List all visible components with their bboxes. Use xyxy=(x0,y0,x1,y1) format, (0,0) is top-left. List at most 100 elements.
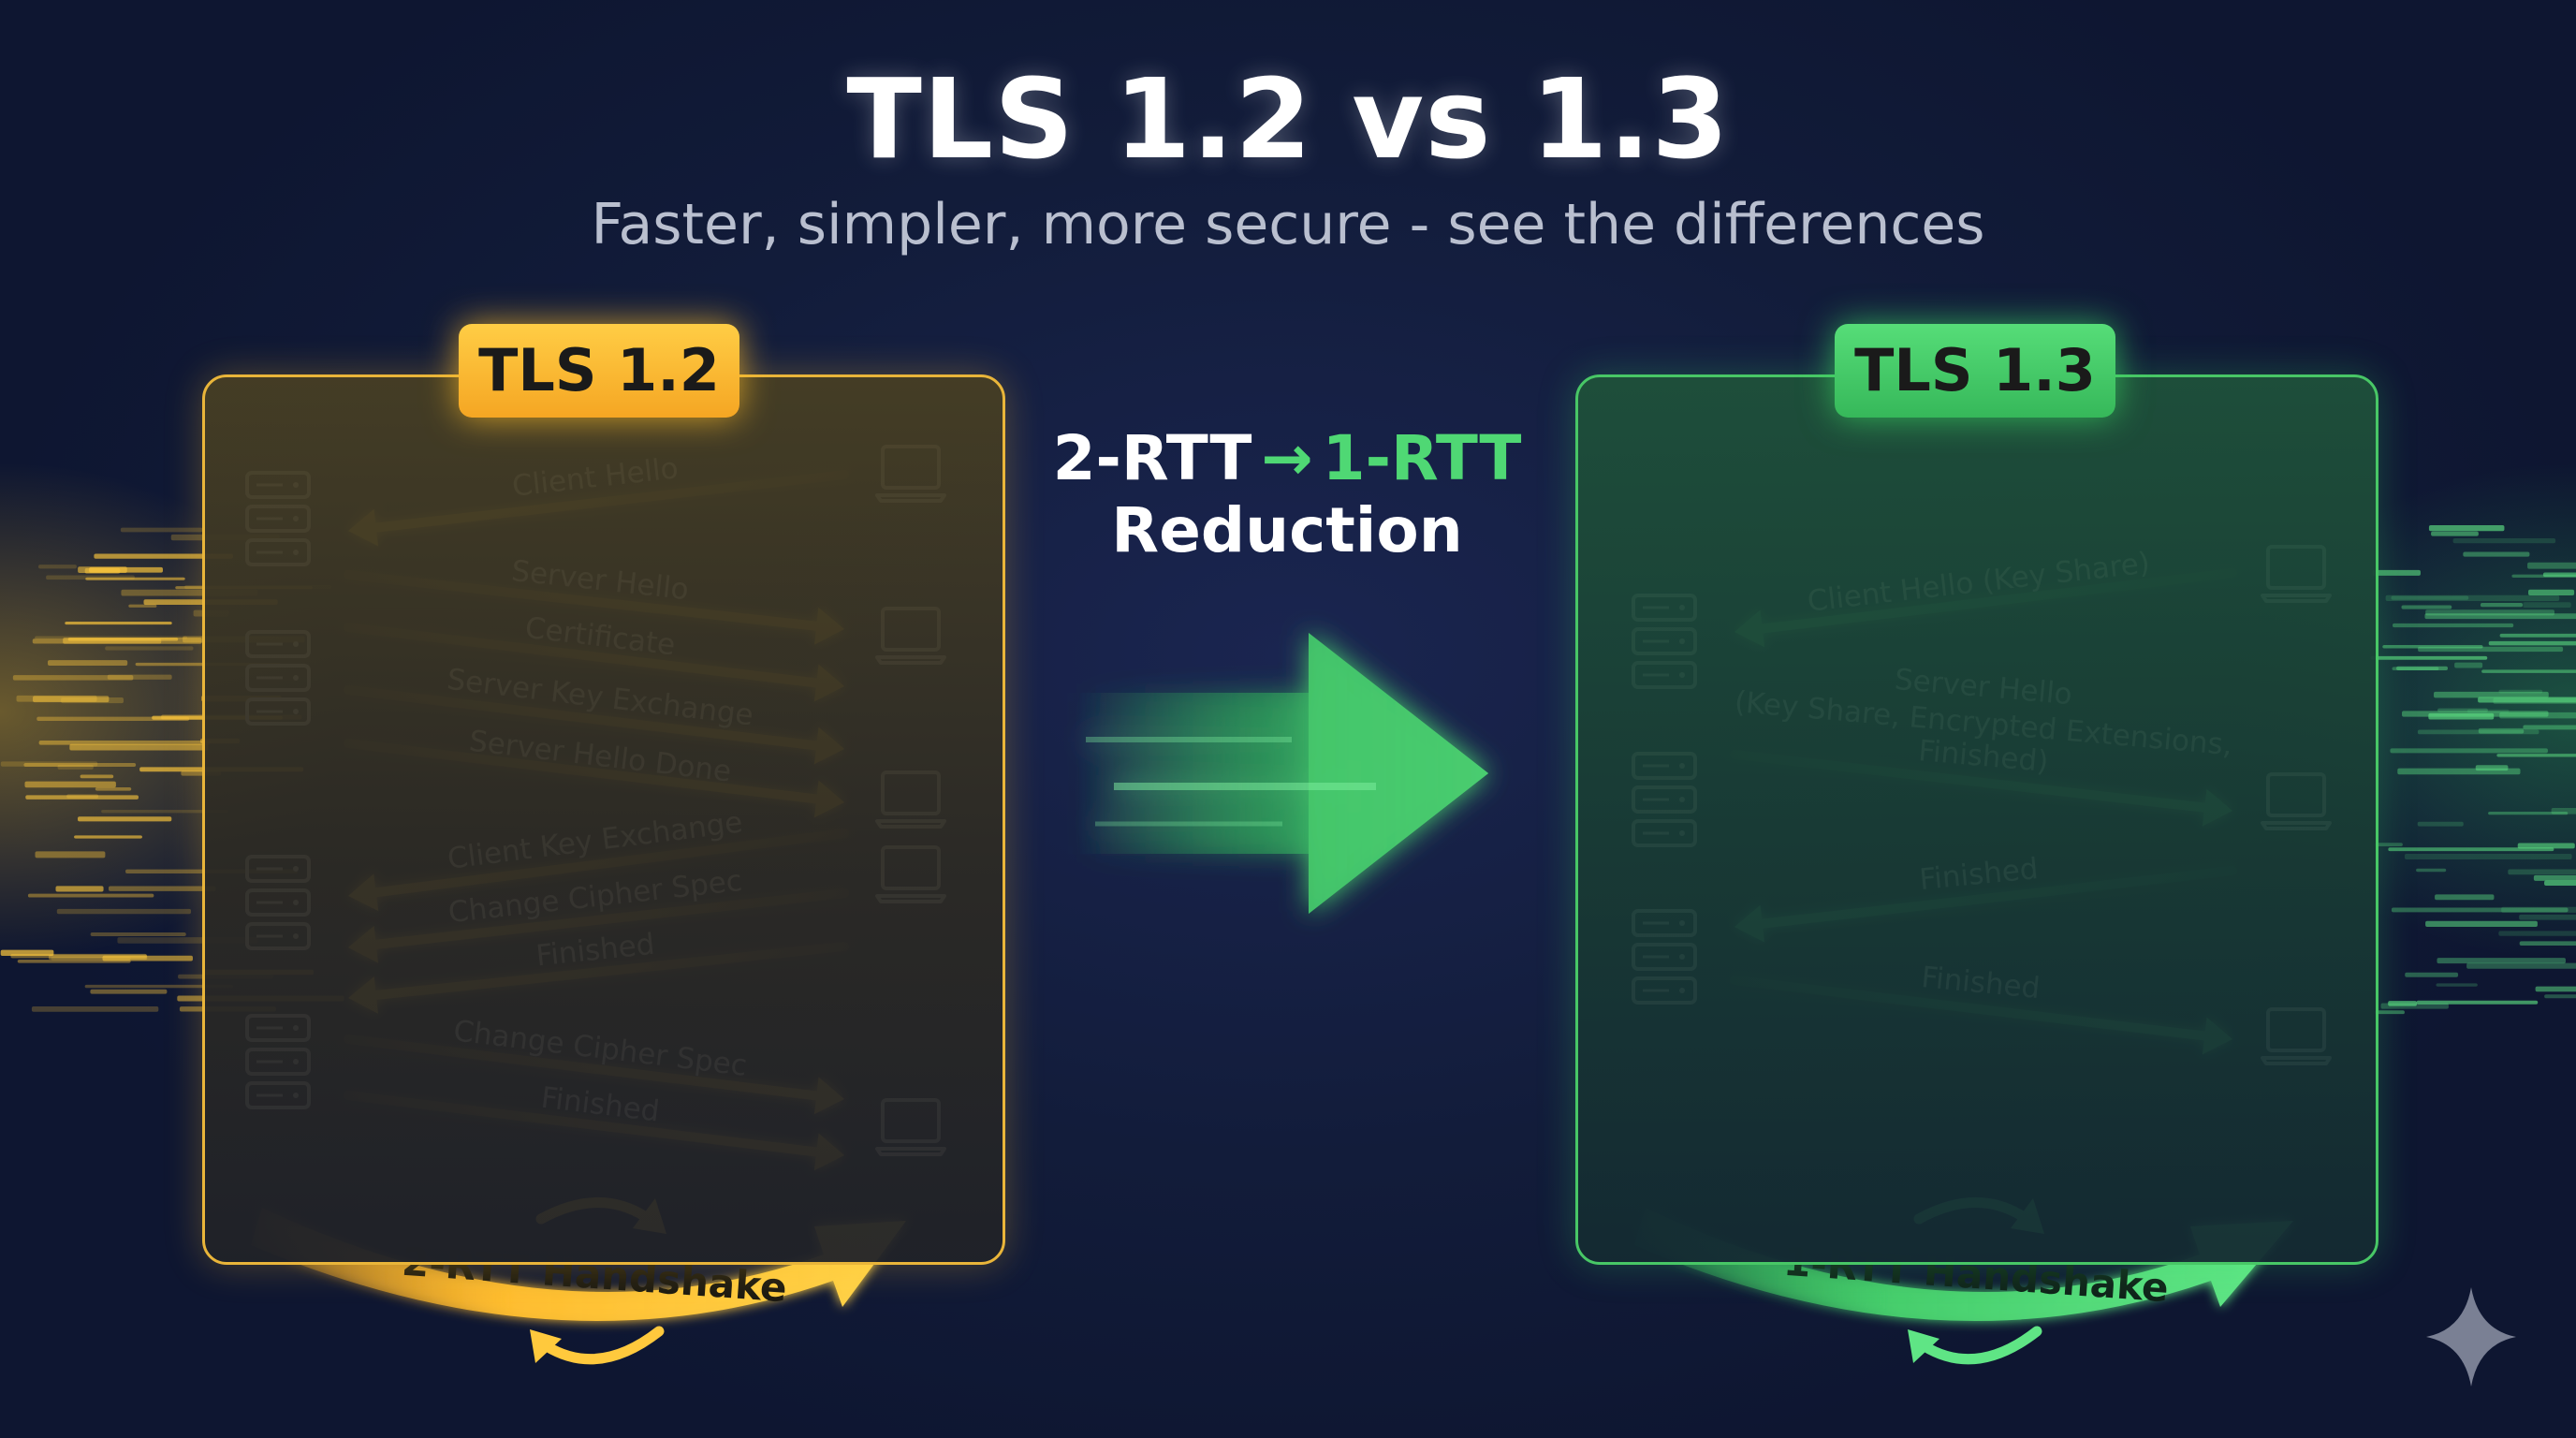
streak-right xyxy=(2385,594,2560,602)
streak-right xyxy=(2424,613,2576,620)
streak-left xyxy=(37,716,190,721)
streak-right xyxy=(2416,1000,2539,1005)
page-subtitle: Faster, simpler, more secure - see the d… xyxy=(591,192,1985,257)
streak-right xyxy=(2466,709,2510,713)
streak-left xyxy=(84,984,234,989)
streak-left xyxy=(16,695,97,702)
streak-right xyxy=(2501,906,2576,913)
streak-left xyxy=(61,697,124,704)
streak-right xyxy=(2392,667,2439,671)
streak-right xyxy=(2478,727,2525,734)
streak-left xyxy=(47,660,128,667)
streak-right xyxy=(2523,725,2576,730)
streak-right xyxy=(2466,962,2576,969)
streak-left xyxy=(25,795,139,800)
streak-left xyxy=(108,886,216,891)
streak-right xyxy=(2496,754,2576,757)
streak-left xyxy=(35,636,187,639)
streak-left xyxy=(12,675,134,681)
streak-right xyxy=(2431,531,2479,536)
streak-left xyxy=(90,932,186,937)
streak-left xyxy=(65,622,172,625)
streak-left xyxy=(0,949,54,957)
transition-arrow-icon xyxy=(1076,633,1488,914)
streak-right xyxy=(2437,708,2488,712)
streak-right xyxy=(2418,646,2564,653)
right-arrow-icon: → xyxy=(1261,422,1313,494)
streak-right xyxy=(2437,958,2566,964)
streak-left xyxy=(35,851,106,858)
streak-right xyxy=(2481,669,2576,673)
streak-right xyxy=(2499,712,2576,719)
streak-right xyxy=(2519,941,2576,946)
streak-right xyxy=(2382,644,2483,649)
streak-left xyxy=(77,816,172,822)
streak-right xyxy=(2527,562,2576,569)
streak-right xyxy=(2370,655,2488,660)
streak-left xyxy=(105,646,194,651)
tls13-handshake-swoosh xyxy=(1634,1208,2293,1321)
streak-right xyxy=(2498,931,2576,936)
streak-right xyxy=(2391,907,2569,913)
streak-right xyxy=(2434,691,2549,698)
streak-right xyxy=(2380,1003,2449,1009)
streak-right xyxy=(2392,623,2514,628)
speed-streaks xyxy=(0,524,2576,1015)
streak-right xyxy=(2452,538,2556,544)
streak-right xyxy=(2401,605,2452,609)
tls12-badge: TLS 1.2 xyxy=(459,324,739,418)
streak-left xyxy=(37,565,77,569)
tls12-panel xyxy=(202,374,1005,1265)
streak-left xyxy=(0,761,98,767)
streak-right xyxy=(2373,843,2403,847)
streak-right xyxy=(2488,811,2569,815)
streak-right xyxy=(2454,662,2483,668)
streak-left xyxy=(101,809,228,814)
streak-right xyxy=(2396,666,2449,670)
streak-right xyxy=(2372,569,2421,576)
streak-right xyxy=(2480,602,2524,608)
streak-right xyxy=(2544,880,2576,887)
streak-right xyxy=(2425,920,2538,927)
streak-left xyxy=(38,740,211,745)
streak-right xyxy=(2425,609,2555,616)
streak-right xyxy=(2544,994,2576,999)
streak-left xyxy=(89,566,163,573)
rtt-reduction-line2: Reduction xyxy=(1111,494,1463,566)
tls13-panel xyxy=(1575,374,2378,1265)
tls12-handshake-swoosh xyxy=(251,1208,906,1321)
streak-left xyxy=(33,696,110,703)
streak-right xyxy=(2416,868,2447,873)
streak-left xyxy=(90,989,168,994)
streak-left xyxy=(57,764,94,770)
streak-right xyxy=(2397,768,2521,775)
streak-right xyxy=(2488,640,2576,646)
streak-right xyxy=(2435,894,2495,901)
streak-right xyxy=(2436,983,2478,987)
streak-left xyxy=(51,956,131,961)
streak-right xyxy=(2388,847,2554,852)
streak-left xyxy=(67,637,179,641)
streak-left xyxy=(24,781,116,788)
streak-right xyxy=(2523,602,2571,608)
streak-right xyxy=(2391,595,2469,600)
streak-right xyxy=(2535,986,2576,992)
streak-left xyxy=(80,774,114,779)
streak-left xyxy=(95,786,132,791)
streak-left xyxy=(85,577,185,580)
streak-left xyxy=(69,743,209,751)
streak-left xyxy=(27,893,154,898)
rtt-from: 2-RTT xyxy=(1052,422,1252,494)
streak-left xyxy=(31,1006,159,1012)
streak-left xyxy=(63,638,202,644)
streak-right xyxy=(2519,914,2576,920)
streak-right xyxy=(2463,551,2530,557)
streak-right xyxy=(2517,843,2575,849)
streak-right xyxy=(2508,869,2576,875)
streak-left xyxy=(128,604,157,608)
streak-right xyxy=(2428,712,2495,720)
streak-right xyxy=(2542,572,2576,578)
streak-left xyxy=(23,763,137,767)
streak-right xyxy=(2390,748,2548,754)
